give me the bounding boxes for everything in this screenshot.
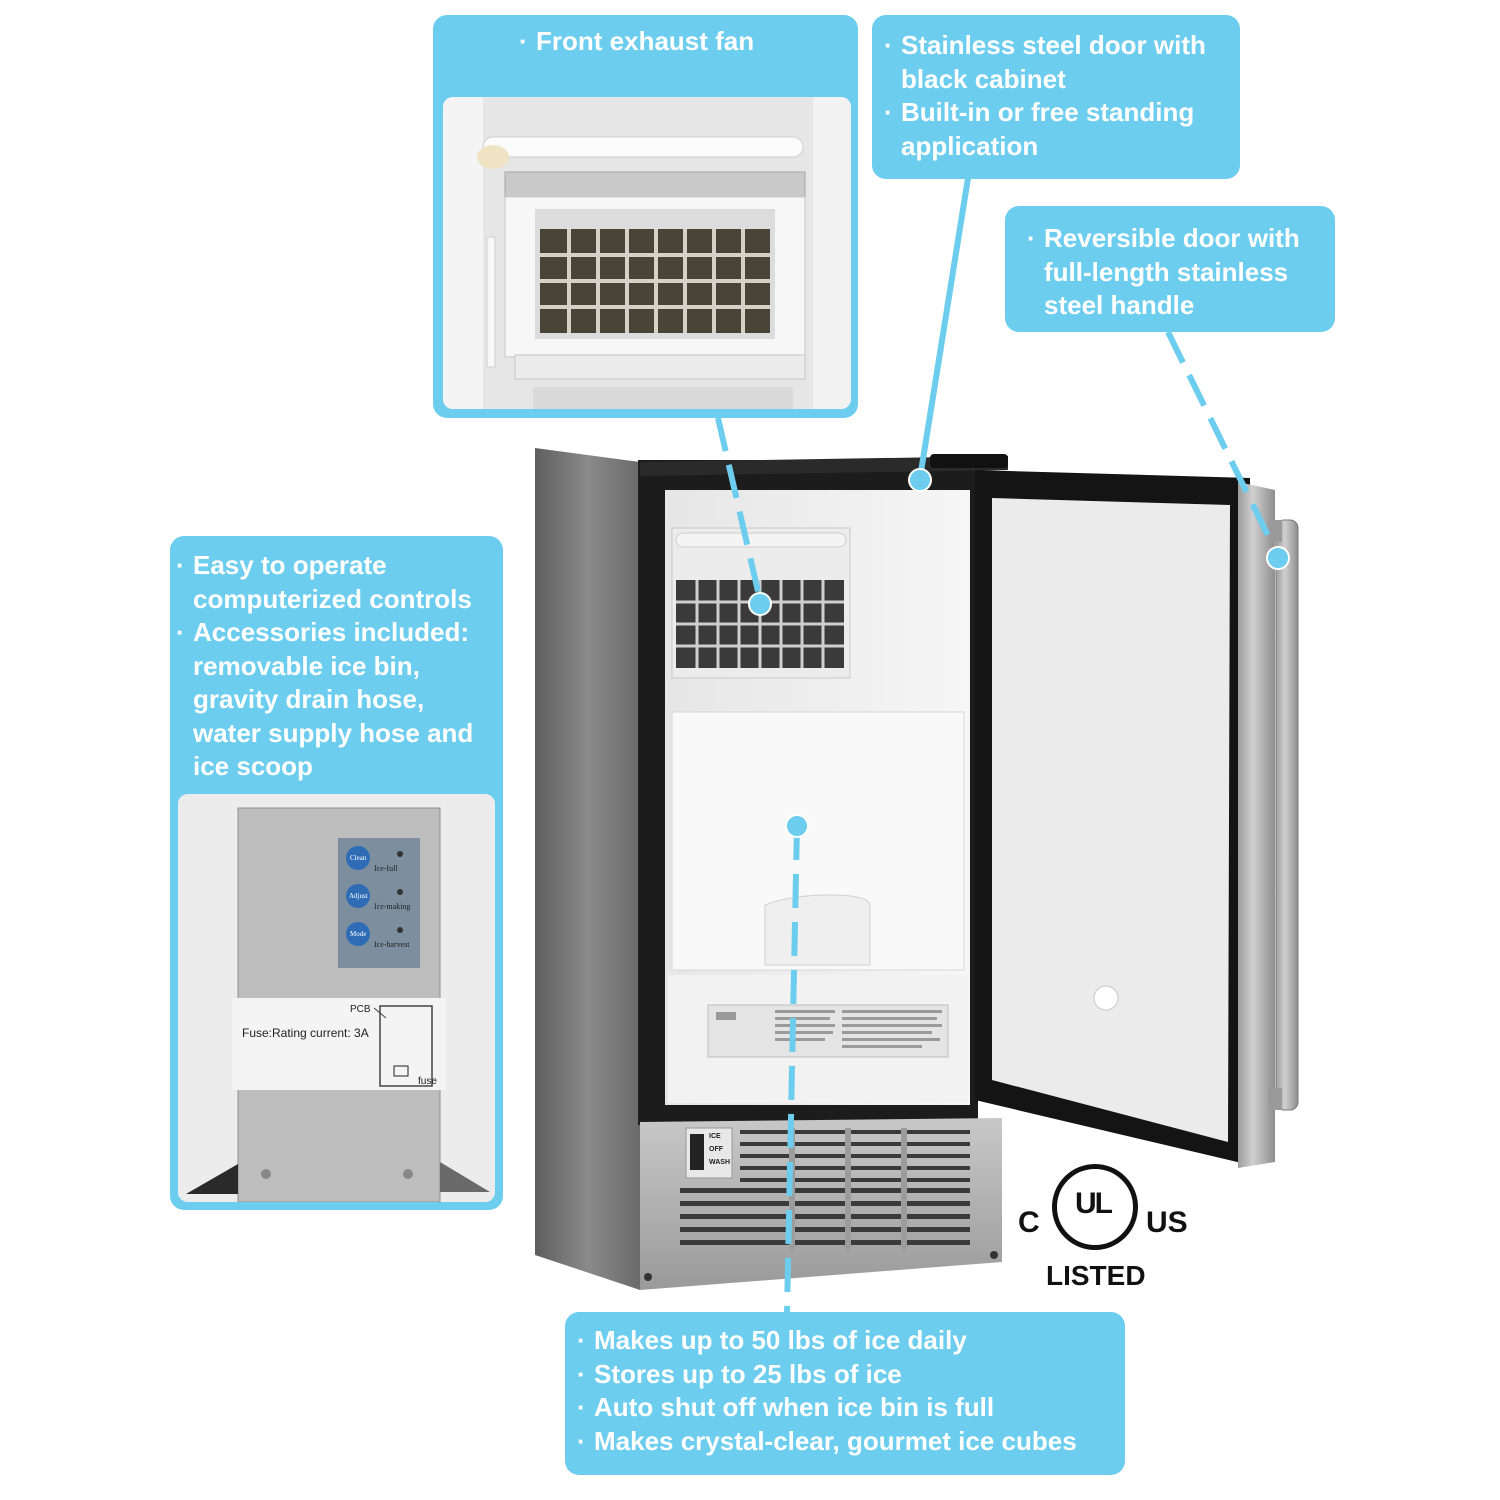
control-label-mode: Mode <box>350 930 367 938</box>
callout-door-item-2: Built-in or free standing application <box>884 96 1230 163</box>
callout-capacity-item-3: Auto shut off when ice bin is full <box>577 1391 1119 1425</box>
ul-c-mark: C <box>1018 1206 1040 1239</box>
ul-us-mark: US <box>1146 1206 1188 1239</box>
callout-controls-item-1: Easy to operate computerized controls <box>176 549 497 616</box>
callout-reversible-door: Reversible door with full-length stainle… <box>1005 206 1335 332</box>
switch-label-ice: ICE <box>709 1133 721 1140</box>
ul-mark: UL <box>1075 1187 1113 1220</box>
indicator-ice-harvest: Ice-harvest <box>374 940 410 949</box>
callout-capacity-item-2: Stores up to 25 lbs of ice <box>577 1358 1119 1392</box>
exhaust-fan-photo <box>443 97 851 409</box>
open-door <box>975 470 1299 1168</box>
callout-stainless-door: Stainless steel door with black cabinet … <box>872 15 1240 179</box>
callout-capacity-item-1: Makes up to 50 lbs of ice daily <box>577 1324 1119 1358</box>
ul-listed-text: LISTED <box>1046 1260 1146 1291</box>
control-label-adjust: Adjust <box>349 892 368 900</box>
fuse-rating-label: Fuse:Rating current: 3A <box>242 1026 369 1040</box>
callout-door-item-1: Stainless steel door with black cabinet <box>884 29 1230 96</box>
leader-dots <box>748 468 1290 838</box>
control-box-image <box>178 794 495 1202</box>
leader-lines <box>715 177 1281 1313</box>
indicator-ice-making: Ice-making <box>374 902 411 911</box>
pcb-label: PCB <box>350 1004 371 1015</box>
callout-capacity-item-4: Makes crystal-clear, gourmet ice cubes <box>577 1425 1119 1459</box>
front-grill <box>640 1118 1002 1290</box>
control-panel-photo: Clean Adjust Mode Ice-full Ice-making Ic… <box>178 794 495 1202</box>
indicator-ice-full: Ice-full <box>374 864 398 873</box>
cabinet-front <box>638 454 1008 1125</box>
callout-capacity: Makes up to 50 lbs of ice daily Stores u… <box>565 1312 1125 1475</box>
power-switch-labels: ICE OFF WASH <box>709 1130 733 1169</box>
ul-circle-icon: UL <box>1052 1164 1138 1250</box>
fuse-small-label: fuse <box>418 1076 437 1087</box>
cabinet-side <box>535 448 640 1290</box>
clean-button-icon <box>346 846 370 870</box>
callout-controls-item-2: Accessories included: removable ice bin,… <box>176 616 497 784</box>
callout-fan-item-1: Front exhaust fan <box>519 25 858 59</box>
mode-button-icon <box>346 922 370 946</box>
switch-label-wash: WASH <box>709 1159 730 1166</box>
switch-label-off: OFF <box>709 1146 723 1153</box>
adjust-button-icon <box>346 884 370 908</box>
ul-listed-certification-logo: C UL US LISTED <box>1018 1158 1188 1298</box>
callout-reversible-item-1: Reversible door with full-length stainle… <box>1027 222 1325 323</box>
fan-evaporator-image <box>443 97 851 409</box>
control-label-clean: Clean <box>350 854 367 862</box>
